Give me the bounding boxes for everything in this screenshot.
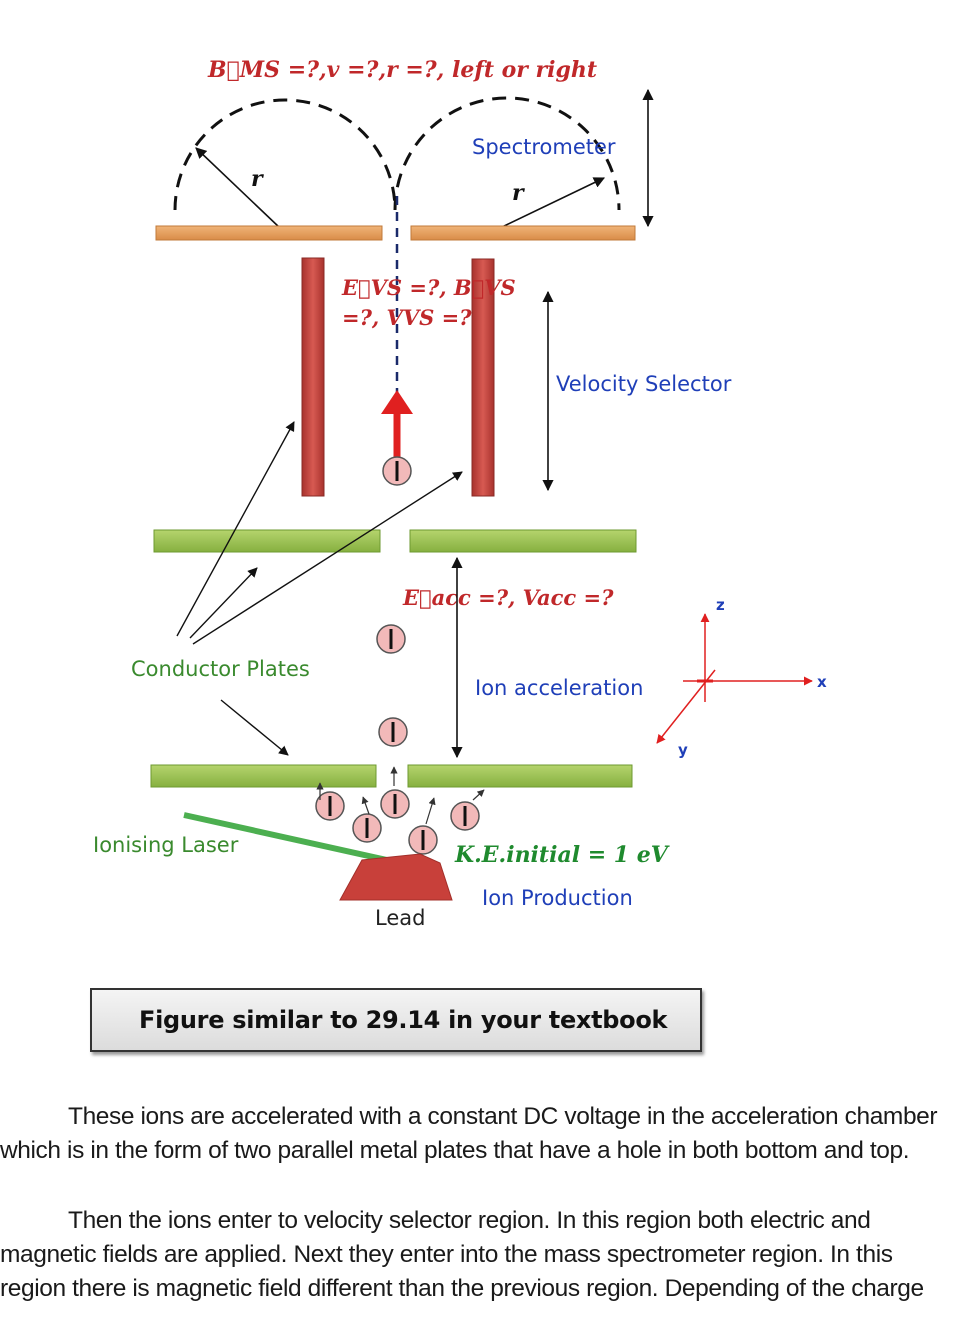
coordinate-axes	[656, 613, 813, 744]
pointer-arrow-selector-right	[192, 471, 463, 645]
selector-plate-left	[301, 257, 325, 497]
conductor-plate-top-right	[409, 529, 637, 553]
axis-x-label: x	[817, 673, 827, 691]
paragraph-acceleration: These ions are accelerated with a consta…	[0, 1100, 938, 1168]
paragraph-line: magnetic fields are applied. Next they e…	[0, 1241, 893, 1268]
right-radius-label: r	[512, 180, 525, 206]
spectrometer-plate-right	[410, 225, 636, 241]
conductor-plate-bottom-left	[150, 764, 377, 788]
velocity-selector-label: Velocity Selector	[556, 372, 732, 396]
paragraph-line: region there is magnetic field different…	[0, 1275, 924, 1302]
evs-equation-line2: =?, VVS =?	[342, 305, 472, 330]
ionising-laser-beam	[183, 812, 388, 863]
paragraph-velocity-selector: Then the ions enter to velocity selector…	[0, 1204, 924, 1306]
left-radius-label: r	[251, 166, 264, 192]
conductor-plates-label: Conductor Plates	[131, 657, 310, 681]
right-semicircle-path	[393, 96, 621, 211]
ion-production-label: Ion Production	[482, 886, 633, 910]
paragraph-line: These ions are accelerated with a consta…	[68, 1103, 938, 1130]
axis-y-label: y	[678, 741, 688, 759]
right-radius-arrow	[499, 177, 606, 229]
spectrometer-plate-left	[155, 225, 383, 241]
mass-spectrometer-diagram: B⃗MS =?,v =?,r =?, left or right r r Spe…	[93, 57, 827, 930]
ionising-laser-label: Ionising Laser	[93, 833, 239, 857]
lead-sample	[339, 853, 453, 901]
axis-z-label: z	[716, 596, 725, 614]
conductor-plate-top-left	[153, 529, 381, 553]
figure-caption-box: Figure similar to 29.14 in your textbook	[90, 988, 702, 1052]
evs-equation-line1: E⃗VS =?, B⃗VS	[341, 275, 516, 300]
left-radius-arrow	[195, 147, 281, 229]
pointer-arrow-conductor-top	[189, 567, 258, 639]
conductor-plate-bottom-right	[407, 764, 633, 788]
production-ions	[315, 782, 485, 855]
ion-selector	[382, 456, 412, 486]
left-semicircle-path	[173, 98, 397, 211]
bms-equation: B⃗MS =?,v =?,r =?, left or right	[207, 57, 597, 83]
eacc-equation: E⃗acc =?, Vacc =?	[402, 585, 614, 610]
paragraph-line: Then the ions enter to velocity selector…	[68, 1207, 871, 1234]
ke-initial-equation: K.E.initial = 1 eV	[454, 842, 670, 868]
ion-velocity-arrowhead	[381, 390, 413, 414]
lead-label: Lead	[375, 906, 425, 930]
figure-caption: Figure similar to 29.14 in your textbook	[139, 1006, 668, 1034]
ion-acceleration-upper	[376, 624, 406, 654]
pointer-arrow-conductor-bottom	[220, 699, 289, 756]
spectrometer-label: Spectrometer	[472, 135, 616, 159]
ion-acceleration-lower	[378, 717, 408, 747]
ion-acceleration-label: Ion acceleration	[475, 676, 643, 700]
selector-plate-right	[471, 258, 495, 497]
pointer-arrow-selector-left	[176, 421, 295, 637]
paragraph-line: which is in the form of two parallel met…	[0, 1137, 910, 1164]
